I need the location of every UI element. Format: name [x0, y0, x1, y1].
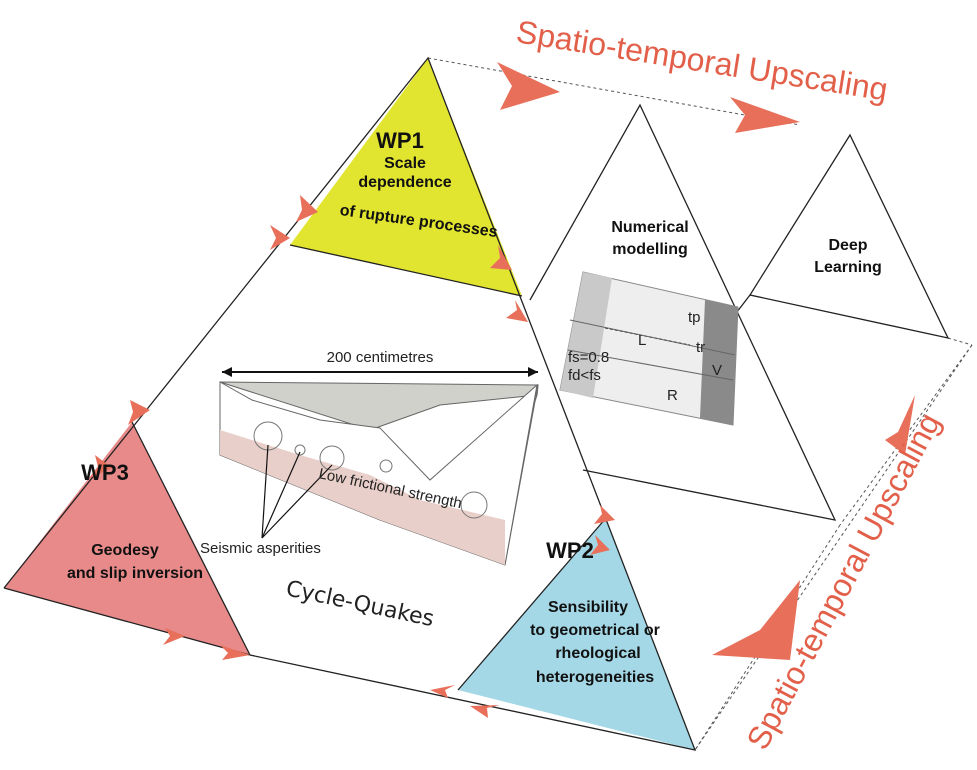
- wp3-line-2: and slip inversion: [67, 565, 203, 582]
- wp3-code: WP3: [81, 460, 129, 485]
- numerical-line-1: Numerical: [611, 219, 688, 236]
- wp2-triangle: [458, 518, 695, 750]
- label-fs: fs=0.8: [568, 349, 609, 366]
- flow-arrows: [90, 62, 915, 718]
- wp1-line-1: Scale: [384, 155, 426, 172]
- scale-label: 200 centimetres: [327, 349, 434, 366]
- label-R: R: [667, 387, 678, 404]
- wp1-triangle: [290, 58, 522, 296]
- wp1-code: WP1: [376, 128, 424, 153]
- label-fd: fd<fs: [568, 367, 601, 384]
- label-tp: tp: [688, 309, 701, 326]
- label-tr: tr: [696, 339, 705, 356]
- cycle-quakes-label: Cycle-Quakes: [284, 576, 436, 632]
- dotted-connectors: [427, 57, 973, 751]
- numerical-line-2: modelling: [612, 241, 688, 258]
- upscaling-title-right: Spatio-temporal Upscaling: [739, 407, 947, 755]
- wp2-line-2: to geometrical or: [530, 622, 660, 639]
- asperities-label: Seismic asperities: [200, 540, 321, 557]
- label-v: V: [712, 362, 722, 379]
- label-L: L: [638, 332, 646, 349]
- deep-line-1: Deep: [828, 237, 867, 254]
- cycle-quakes-figure: 200 centimetres Seismic asperities Low f…: [200, 349, 539, 632]
- deep-line-2: Learning: [814, 259, 882, 276]
- wp2-line-4: heterogeneities: [536, 669, 654, 686]
- wp2-line-1: Sensibility: [548, 599, 628, 616]
- wp3-line-1: Geodesy: [91, 542, 159, 559]
- wp1-line-2: dependence: [358, 174, 451, 191]
- upscaling-title-top: Spatio-temporal Upscaling: [514, 13, 890, 107]
- wp3-triangle: [4, 422, 250, 655]
- wp2-line-3: rheological: [555, 645, 640, 662]
- wp2-code: WP2: [546, 538, 594, 563]
- numerical-model-figure: L R tp tr V fs=0.8 fd<fs: [559, 271, 739, 426]
